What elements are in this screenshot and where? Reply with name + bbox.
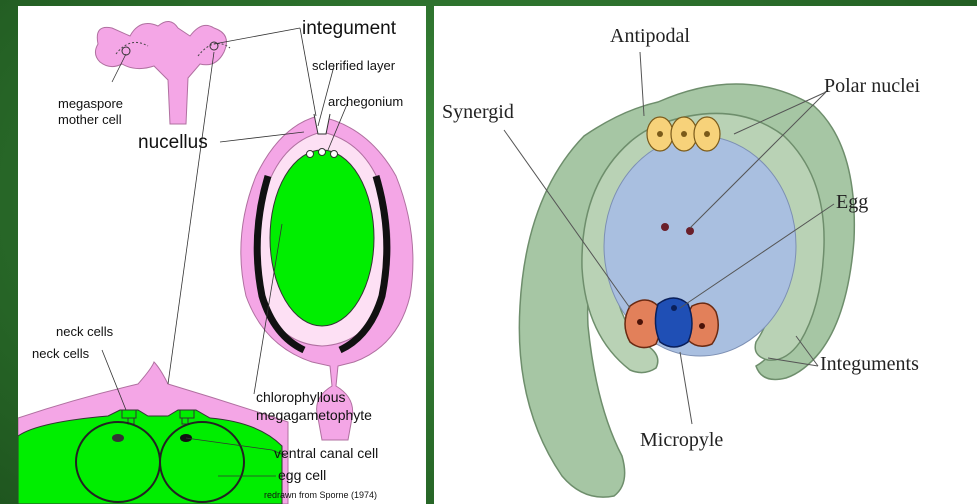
polar-nucleus [661,223,669,231]
antipodal-cells [647,117,720,151]
label-egg: Egg [836,191,868,213]
label-megagametophyte: megagametophyte [256,407,372,423]
label-mother-cell: mother cell [58,112,122,127]
egg-nucleus [671,305,677,311]
angiosperm-ovule-diagram: Antipodal Polar nuclei Synergid Egg Inte… [434,6,977,504]
archegonium-cell [331,151,338,158]
label-polar-nuclei: Polar nuclei [824,75,921,97]
synergid-nucleus [699,323,705,329]
label-egg-cell: egg cell [278,467,326,483]
gymnosperm-ovule-diagram: integument sclerified layer archegonium … [18,6,426,504]
label-credit: redrawn from Sporne (1974) [264,490,377,500]
ovule-svg: integument sclerified layer archegonium … [18,6,426,504]
label-nucellus: nucellus [138,132,208,153]
ventral-canal-cell [182,418,188,424]
label-neck-cells-2: neck cells [32,346,90,361]
archegonium-cell [319,149,326,156]
label-integuments: Integuments [820,353,919,375]
neck-cell [180,410,194,418]
neck-cell [122,410,136,418]
label-ventral-canal-cell: ventral canal cell [274,445,378,461]
ovule-angio-svg: Antipodal Polar nuclei Synergid Egg Inte… [434,6,977,504]
egg-nucleus [112,434,124,442]
synergid-nucleus [637,319,643,325]
label-neck-cells-1: neck cells [56,324,114,339]
lower-megagametophyte [18,410,282,504]
label-megaspore: megaspore [58,96,123,111]
archegonium-cell [307,151,314,158]
label-antipodal: Antipodal [610,25,690,47]
label-synergid: Synergid [442,101,514,123]
label-integument: integument [302,18,397,39]
label-micropyle: Micropyle [640,429,723,451]
megagametophyte [270,150,374,326]
label-archegonium: archegonium [328,94,403,109]
label-chlorophyllous: chlorophyllous [256,389,346,405]
polar-nucleus [686,227,694,235]
label-sclerified-layer: sclerified layer [312,58,396,73]
